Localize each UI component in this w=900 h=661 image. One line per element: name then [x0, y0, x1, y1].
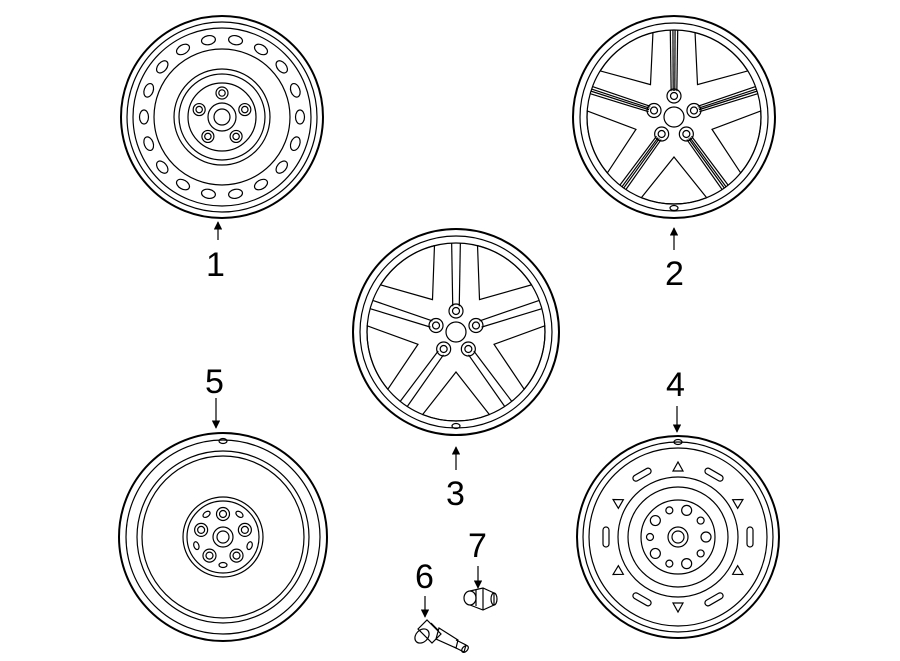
- callout-3: 3: [446, 475, 465, 513]
- callout-6: 6: [415, 558, 434, 596]
- spare-wheel-part-4[interactable]: [576, 435, 780, 639]
- alloy-wheel-part-2[interactable]: [572, 15, 776, 219]
- callout-5: 5: [205, 363, 224, 401]
- valve-stem-part-6[interactable]: [412, 619, 469, 654]
- callout-2: 2: [665, 255, 684, 293]
- compact-spare-wheel-part-5[interactable]: [118, 432, 328, 642]
- lug-nut-part-7[interactable]: [463, 587, 498, 611]
- callout-4: 4: [666, 366, 685, 404]
- callout-7: 7: [468, 527, 487, 565]
- steel-wheel-part-1[interactable]: [120, 15, 324, 219]
- callout-1: 1: [206, 246, 225, 284]
- alloy-wheel-part-3[interactable]: [352, 228, 560, 436]
